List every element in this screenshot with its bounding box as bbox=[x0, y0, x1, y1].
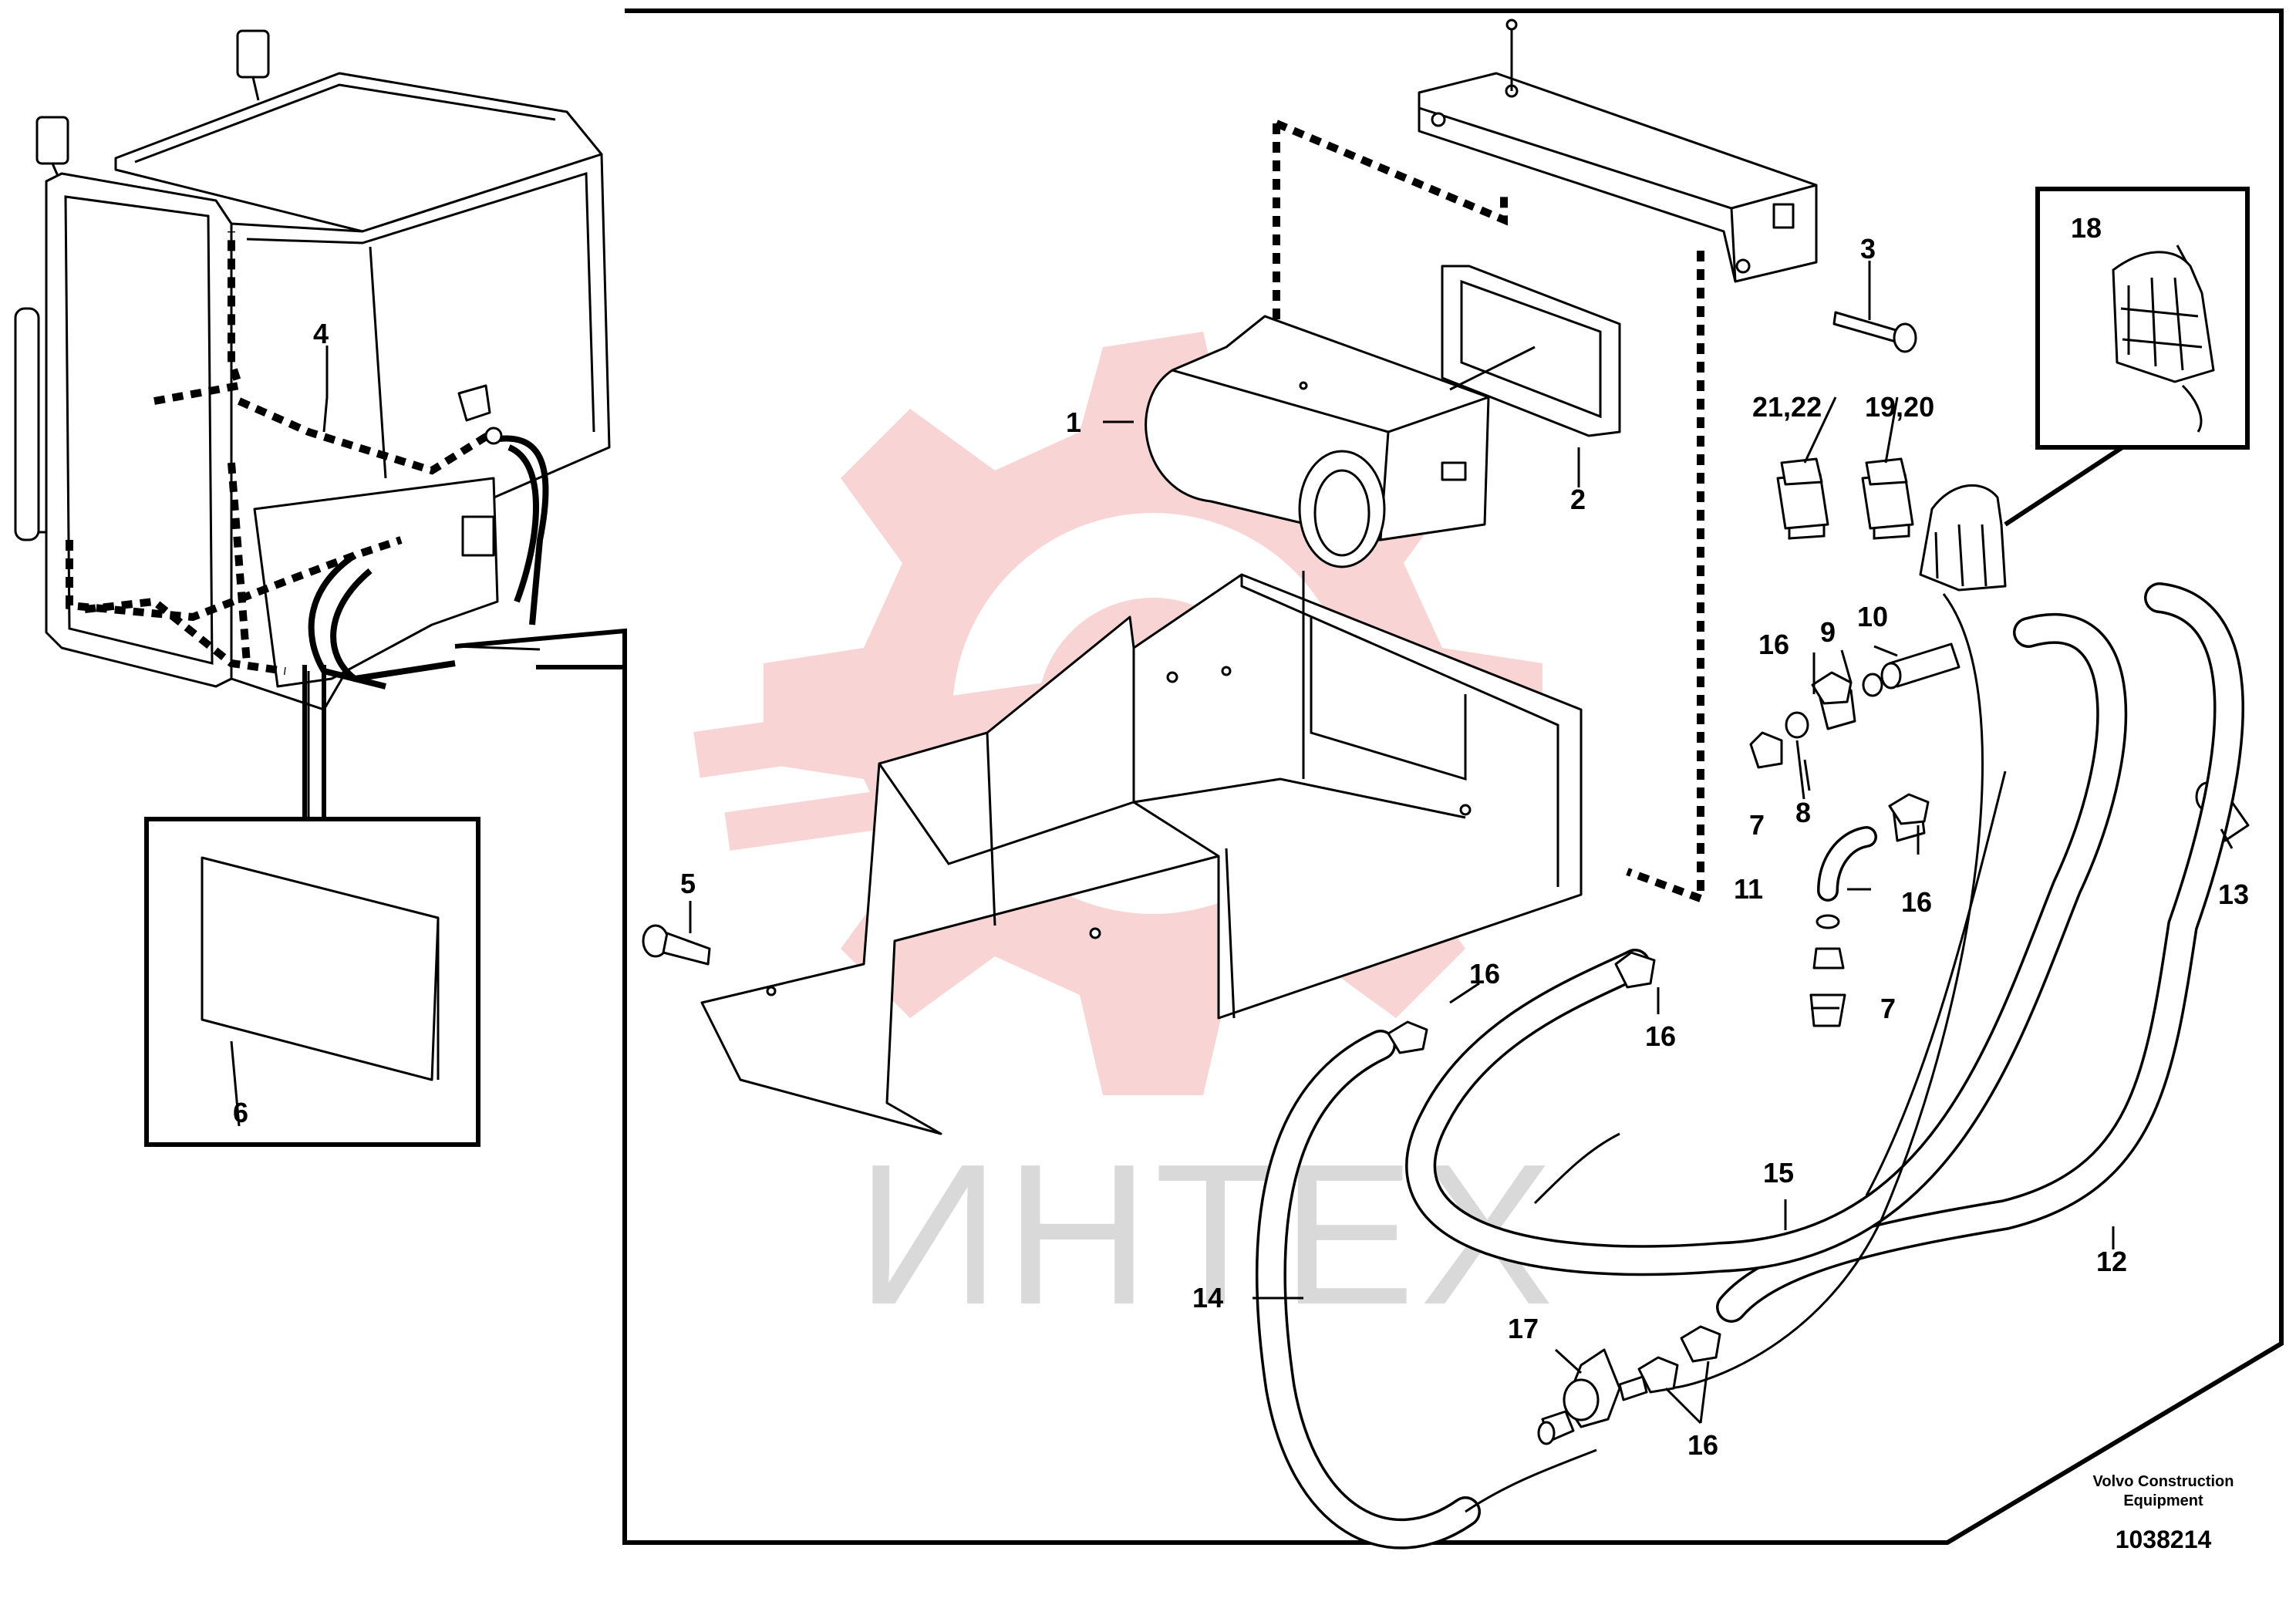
hoses bbox=[1255, 582, 2244, 1549]
callout-16d: 16 bbox=[1645, 1020, 1676, 1052]
callout-1: 1 bbox=[1066, 406, 1081, 438]
callout-14: 14 bbox=[1192, 1282, 1223, 1313]
callout-6: 6 bbox=[233, 1097, 248, 1128]
callout-7b: 7 bbox=[1880, 993, 1896, 1024]
callout-17: 17 bbox=[1508, 1313, 1539, 1344]
callout-7a: 7 bbox=[1749, 809, 1765, 841]
callout-8: 8 bbox=[1795, 797, 1811, 828]
bracket-part-18 bbox=[1919, 484, 2007, 592]
callout-5: 5 bbox=[680, 868, 696, 899]
callout-16a: 16 bbox=[1758, 629, 1789, 660]
mounting-bracket bbox=[1418, 19, 1818, 283]
callout-18: 18 bbox=[2071, 212, 2102, 244]
callout-3: 3 bbox=[1860, 233, 1876, 265]
callout-12: 12 bbox=[2096, 1246, 2127, 1277]
callout-16b: 16 bbox=[1901, 886, 1932, 918]
filter-frame-part-2 bbox=[1441, 265, 1621, 437]
switch-21-22 bbox=[1776, 457, 1829, 540]
bolt-part-3 bbox=[1832, 311, 1917, 353]
hose-clamps bbox=[1387, 671, 1930, 1394]
air-duct-part-1 bbox=[1145, 315, 1490, 568]
cab-overview bbox=[14, 29, 611, 711]
callout-19-20: 19,20 bbox=[1865, 391, 1934, 423]
callout-2: 2 bbox=[1570, 484, 1586, 515]
bolt-part-5 bbox=[642, 924, 711, 966]
callout-16c: 16 bbox=[1469, 958, 1500, 990]
callout-13: 13 bbox=[2218, 878, 2249, 910]
watermark-text: ИНТЕХ bbox=[856, 1123, 1558, 1347]
callout-11: 11 bbox=[1734, 873, 1763, 905]
elbow-part-11 bbox=[1809, 801, 1926, 1027]
footer-company-line1: Volvo Construction bbox=[2093, 1473, 2234, 1490]
callout-16e: 16 bbox=[1687, 1429, 1718, 1461]
base-tray bbox=[700, 573, 1583, 1135]
callout-9: 9 bbox=[1820, 616, 1836, 648]
fittings bbox=[1749, 642, 1961, 769]
callout-21-22: 21,22 bbox=[1752, 391, 1822, 423]
leader-lines bbox=[322, 244, 2234, 1425]
drawing-number: 1038214 bbox=[2116, 1526, 2212, 1553]
callout-10: 10 bbox=[1857, 601, 1888, 632]
inset-bracket bbox=[2004, 187, 2250, 527]
switch-19-20 bbox=[1861, 457, 1914, 540]
callout-4: 4 bbox=[313, 318, 329, 349]
valve-part-17 bbox=[1537, 1348, 1648, 1445]
inset-sealing-pad bbox=[144, 665, 480, 1147]
callout-15: 15 bbox=[1763, 1157, 1794, 1189]
footer-company-line2: Equipment bbox=[2123, 1492, 2203, 1509]
detail-leader bbox=[454, 628, 627, 667]
